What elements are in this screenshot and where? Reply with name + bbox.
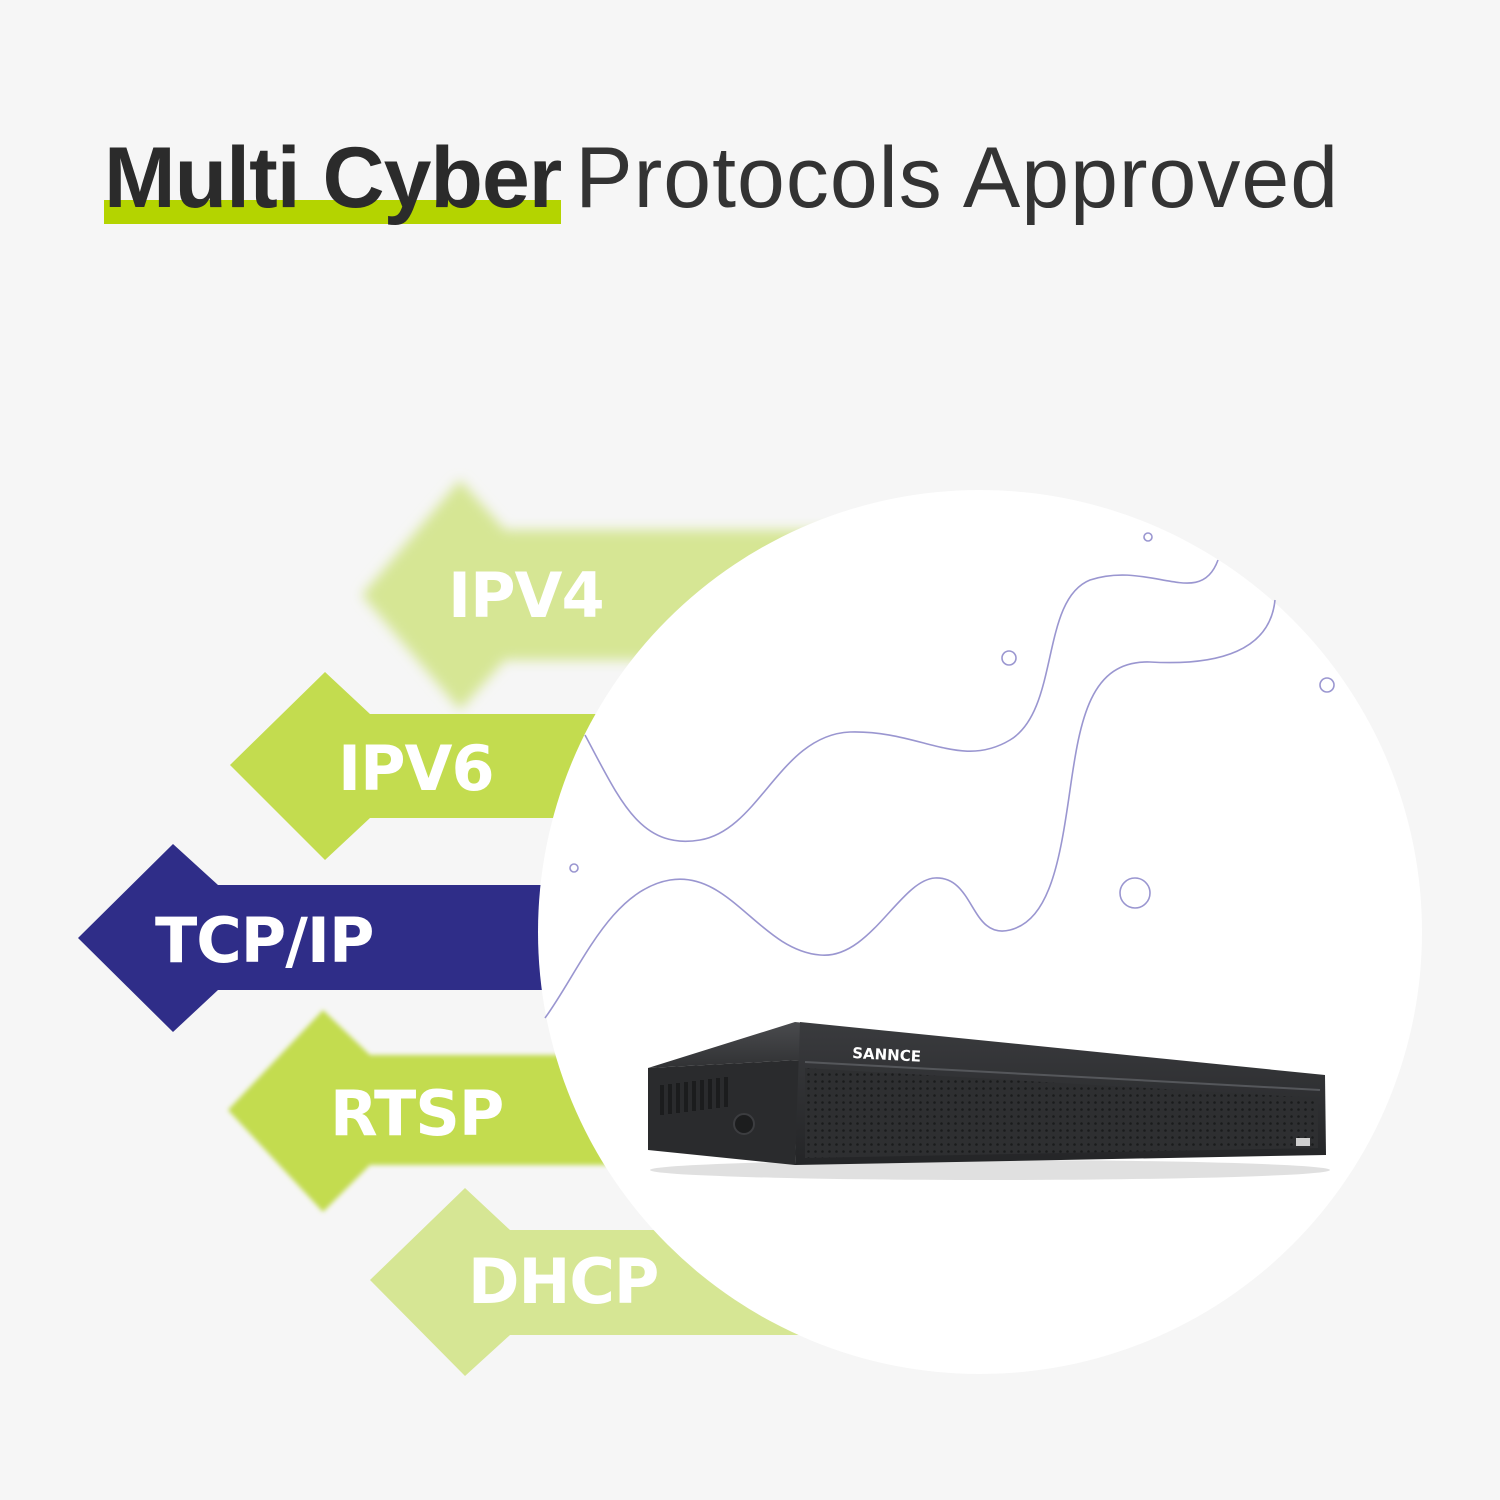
headline-bold: Multi Cyber (104, 128, 562, 228)
wave-lines (544, 559, 1276, 1019)
headline-bold-text: Multi Cyber (104, 130, 562, 226)
label-ipv6: IPV6 (338, 732, 494, 805)
arrow-ipv6 (230, 672, 640, 860)
label-rtsp: RTSP (330, 1077, 503, 1150)
label-tcp-ip: TCP/IP (155, 904, 373, 977)
decorative-dots (569, 532, 1335, 909)
headline: Multi Cyber Protocols Approved (104, 128, 1339, 228)
device-circle (538, 490, 1422, 1374)
arrow-rtsp (228, 1010, 640, 1212)
nvr-recorder-icon: SANNCE (648, 1022, 1330, 1180)
label-ipv4: IPV4 (448, 559, 604, 632)
arrow-tcp-ip (78, 844, 600, 1032)
headline-light-text: Protocols Approved (575, 130, 1340, 226)
label-dhcp: DHCP (468, 1245, 658, 1318)
device-brand-logo: SANNCE (852, 1044, 922, 1066)
